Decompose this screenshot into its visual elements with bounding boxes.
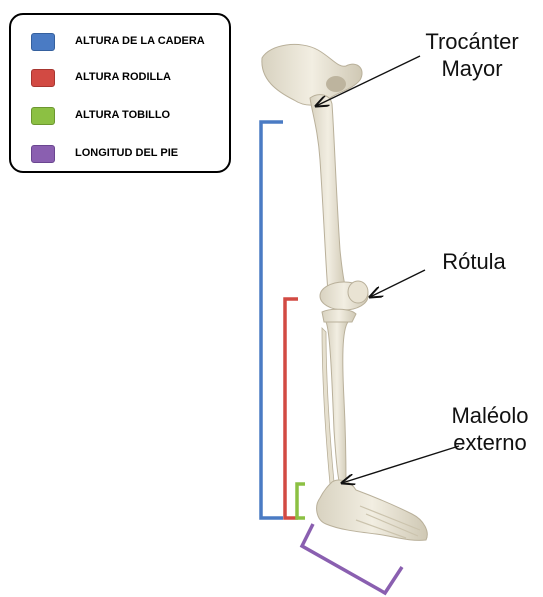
- knee-height-swatch: [31, 69, 55, 87]
- patella-arrow: [370, 270, 425, 297]
- legend-label: ALTURA RODILLA: [75, 71, 171, 83]
- ankle-height-swatch: [31, 107, 55, 125]
- hip-height-swatch: [31, 33, 55, 51]
- legend-box: ALTURA DE LA CADERA ALTURA RODILLA ALTUR…: [9, 13, 231, 173]
- femur-bone: [310, 95, 346, 292]
- malleolus-label-line2: externo: [440, 429, 540, 456]
- patella-label: Rótula: [424, 248, 524, 275]
- malleolus-label-line1: Maléolo: [440, 402, 540, 429]
- hip-height-bracket: [261, 122, 283, 518]
- lower-leg-bones: [322, 322, 348, 484]
- legend-label: ALTURA TOBILLO: [75, 109, 170, 121]
- foot-length-swatch: [31, 145, 55, 163]
- patella-label-line1: Rótula: [424, 248, 524, 275]
- trochanter-label-line2: Mayor: [412, 55, 532, 82]
- pelvis-bone: [262, 44, 362, 105]
- legend-label: ALTURA DE LA CADERA: [75, 35, 205, 47]
- trochanter-label: Trocánter Mayor: [412, 28, 532, 82]
- foot-bones: [317, 480, 428, 540]
- legend-label: LONGITUD DEL PIE: [75, 147, 178, 159]
- trochanter-label-line1: Trocánter: [412, 28, 532, 55]
- malleolus-label: Maléolo externo: [440, 402, 540, 456]
- ankle-height-bracket: [297, 484, 305, 518]
- knee-joint: [320, 281, 368, 322]
